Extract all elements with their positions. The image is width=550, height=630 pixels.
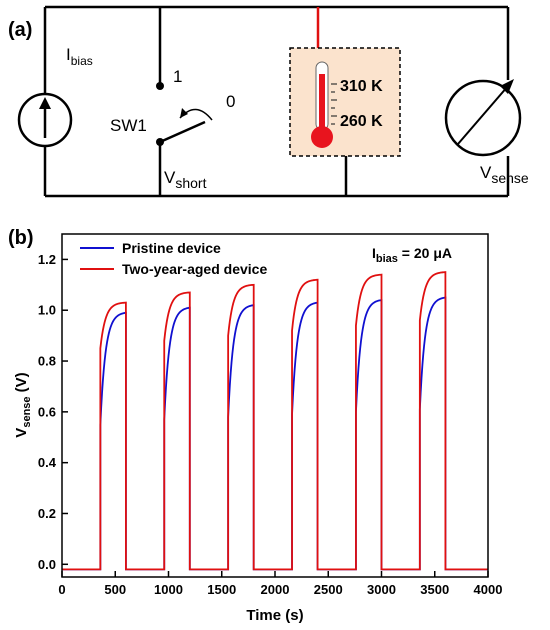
x-tick-label: 1000 xyxy=(154,582,183,597)
y-tick-label: 0.8 xyxy=(38,354,56,369)
panel-a-label: (a) xyxy=(8,19,32,41)
y-tick-label: 0.0 xyxy=(38,557,56,572)
series-layer xyxy=(62,271,488,571)
series-line-aged xyxy=(62,271,488,571)
vshort-label: Vshort xyxy=(164,168,207,191)
x-tick-label: 1500 xyxy=(207,582,236,597)
x-tick-label: 500 xyxy=(104,582,126,597)
y-axis-title: Vsense (V) xyxy=(13,372,33,437)
temperature-box xyxy=(289,47,401,157)
y-tick-label: 0.4 xyxy=(38,455,57,470)
voltmeter-icon xyxy=(444,79,522,157)
current-source-icon xyxy=(17,92,73,148)
y-tick-label: 1.2 xyxy=(38,252,56,267)
x-tick-label: 4000 xyxy=(474,582,503,597)
switch-sw1 xyxy=(156,82,213,146)
temperature-high-label: 310 K xyxy=(340,78,383,95)
x-axis-ticks: 0 500 1000 1500 2000 2500 3000 3500 4000 xyxy=(58,571,502,597)
legend: Pristine device Two-year-aged device xyxy=(80,240,267,277)
legend-label-aged: Two-year-aged device xyxy=(122,261,267,277)
vsense-label: Vsense xyxy=(480,163,529,186)
legend-label-pristine: Pristine device xyxy=(122,240,221,256)
panel-b-label: (b) xyxy=(8,227,34,249)
temperature-low-label: 260 K xyxy=(340,113,383,130)
x-tick-label: 0 xyxy=(58,582,65,597)
current-source-label: Ibias xyxy=(66,45,93,68)
plot-frame xyxy=(61,233,489,578)
switch-position-1: 1 xyxy=(173,67,182,86)
circuit-diagram: Ibias 1 0 SW1 Vshort xyxy=(17,5,529,198)
y-axis-ticks: 0.0 0.2 0.4 0.6 0.8 1.0 1.2 xyxy=(38,252,68,572)
bias-current-annotation: Ibias = 20 μA xyxy=(372,245,452,265)
x-tick-label: 2500 xyxy=(314,582,343,597)
x-tick-label: 3000 xyxy=(367,582,396,597)
x-axis-title: Time (s) xyxy=(246,607,303,624)
switch-position-0: 0 xyxy=(226,92,235,111)
circuit-wires xyxy=(43,5,510,198)
x-tick-label: 2000 xyxy=(261,582,290,597)
y-tick-label: 0.2 xyxy=(38,506,56,521)
y-tick-label: 0.6 xyxy=(38,404,56,419)
y-tick-label: 1.0 xyxy=(38,303,56,318)
x-tick-label: 3500 xyxy=(420,582,449,597)
switch-label: SW1 xyxy=(110,116,147,135)
thermometer-icon xyxy=(311,61,337,148)
